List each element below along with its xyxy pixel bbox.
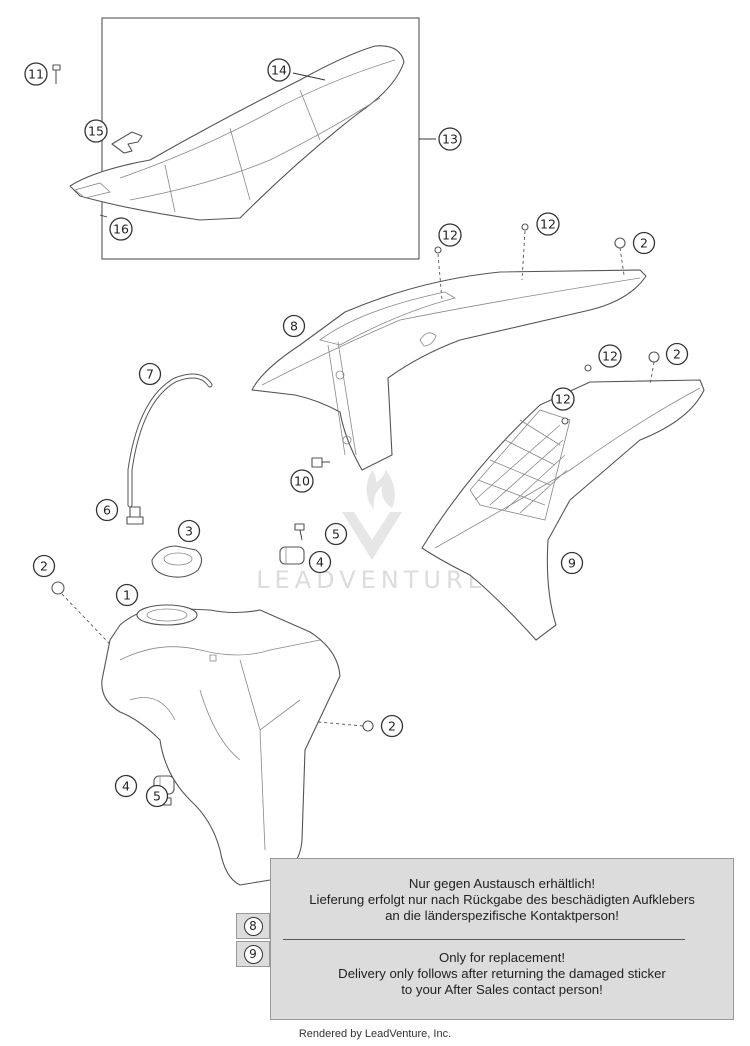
rivet-2b xyxy=(648,351,660,386)
svg-text:1: 1 xyxy=(123,588,131,603)
screw-12d xyxy=(561,417,569,425)
svg-text:2: 2 xyxy=(40,559,48,574)
bolt-10 xyxy=(311,457,330,468)
screw-12c xyxy=(584,364,592,372)
notice-de-line-2: Lieferung erfolgt nur nach Rückgabe des … xyxy=(309,892,695,907)
callout-12-b: 12 xyxy=(536,212,560,236)
svg-text:2: 2 xyxy=(640,236,648,251)
svg-text:10: 10 xyxy=(294,474,310,489)
callout-2-tank-right: 2 xyxy=(380,714,404,738)
watermark: LEADVENTURE xyxy=(256,470,488,594)
callout-8: 8 xyxy=(282,314,306,338)
notice-ref-9: 9 xyxy=(236,941,270,967)
svg-text:14: 14 xyxy=(271,63,287,78)
callout-4-upper: 4 xyxy=(308,550,332,574)
check-valve xyxy=(126,506,144,525)
callout-13: 13 xyxy=(438,127,462,151)
svg-text:7: 7 xyxy=(146,367,154,382)
callout-16: 16 xyxy=(109,217,133,241)
notice-divider xyxy=(283,939,685,940)
svg-text:12: 12 xyxy=(602,349,618,364)
svg-text:11: 11 xyxy=(28,67,44,82)
notice-ref-8-label: 8 xyxy=(243,916,263,936)
svg-text:5: 5 xyxy=(332,527,340,542)
rubber-damper-upper xyxy=(279,546,305,565)
notice-en-line-2: Delivery only follows after returning th… xyxy=(338,966,666,981)
seat-pin xyxy=(99,214,108,218)
rivet-2a xyxy=(614,237,626,276)
rivet-2c xyxy=(51,581,126,661)
notice-english: Only for replacement! Delivery only foll… xyxy=(271,950,733,998)
svg-text:6: 6 xyxy=(103,503,111,518)
vent-hose xyxy=(127,373,213,508)
replacement-notice: Nur gegen Austausch erhältlich! Lieferun… xyxy=(270,858,734,1020)
spoiler-right xyxy=(251,269,647,471)
notice-german: Nur gegen Austausch erhältlich! Lieferun… xyxy=(271,876,733,924)
callout-2-tank-left: 2 xyxy=(32,554,56,578)
svg-text:2: 2 xyxy=(388,719,396,734)
callout-6: 6 xyxy=(95,498,119,522)
callout-2-spoiler-left: 2 xyxy=(665,342,689,366)
callout-12-d: 12 xyxy=(551,387,575,411)
notice-en-line-3: to your After Sales contact person! xyxy=(401,982,603,997)
svg-text:13: 13 xyxy=(442,132,458,147)
notice-de-line-1: Nur gegen Austausch erhältlich! xyxy=(408,876,596,891)
fuel-tank xyxy=(101,604,341,886)
screw-12a xyxy=(434,246,443,301)
callout-10: 10 xyxy=(290,469,314,493)
svg-text:9: 9 xyxy=(568,556,576,571)
svg-text:3: 3 xyxy=(185,524,193,539)
callout-12-a: 12 xyxy=(438,223,462,247)
notice-ref-8: 8 xyxy=(236,913,270,939)
render-credit: Rendered by LeadVenture, Inc. xyxy=(298,1028,452,1040)
screw-12b xyxy=(521,223,529,281)
callout-5-upper: 5 xyxy=(324,522,348,546)
svg-text:4: 4 xyxy=(316,555,324,570)
notice-ref-9-label: 9 xyxy=(243,944,263,964)
callout-9: 9 xyxy=(560,551,584,575)
svg-text:12: 12 xyxy=(442,228,458,243)
callout-5-lower: 5 xyxy=(145,784,169,808)
svg-text:4: 4 xyxy=(122,779,130,794)
bolt-5-upper xyxy=(294,523,305,541)
bolt-11 xyxy=(52,64,61,84)
svg-text:2: 2 xyxy=(673,347,681,362)
callout-3: 3 xyxy=(177,519,201,543)
svg-text:15: 15 xyxy=(88,124,104,139)
spoiler-left xyxy=(421,379,705,641)
watermark-text: LEADVENTURE xyxy=(256,566,488,594)
seat xyxy=(69,45,405,221)
callout-12-c: 12 xyxy=(598,344,622,368)
callout-7: 7 xyxy=(138,362,162,386)
svg-text:12: 12 xyxy=(555,392,571,407)
callout-2-spoiler-right: 2 xyxy=(632,231,656,255)
callout-1: 1 xyxy=(115,583,139,607)
notice-de-line-3: an die länderspezifische Kontaktperson! xyxy=(385,908,619,923)
callout-15: 15 xyxy=(84,119,108,143)
notice-en-line-1: Only for replacement! xyxy=(438,950,566,965)
seat-clip xyxy=(111,131,143,154)
svg-text:16: 16 xyxy=(113,222,129,237)
svg-text:12: 12 xyxy=(540,217,556,232)
fuel-cap xyxy=(151,545,203,578)
callout-4-lower: 4 xyxy=(114,774,138,798)
svg-text:5: 5 xyxy=(153,789,161,804)
callout-14: 14 xyxy=(267,58,291,82)
svg-text:8: 8 xyxy=(290,319,298,334)
callout-11: 11 xyxy=(24,62,48,86)
